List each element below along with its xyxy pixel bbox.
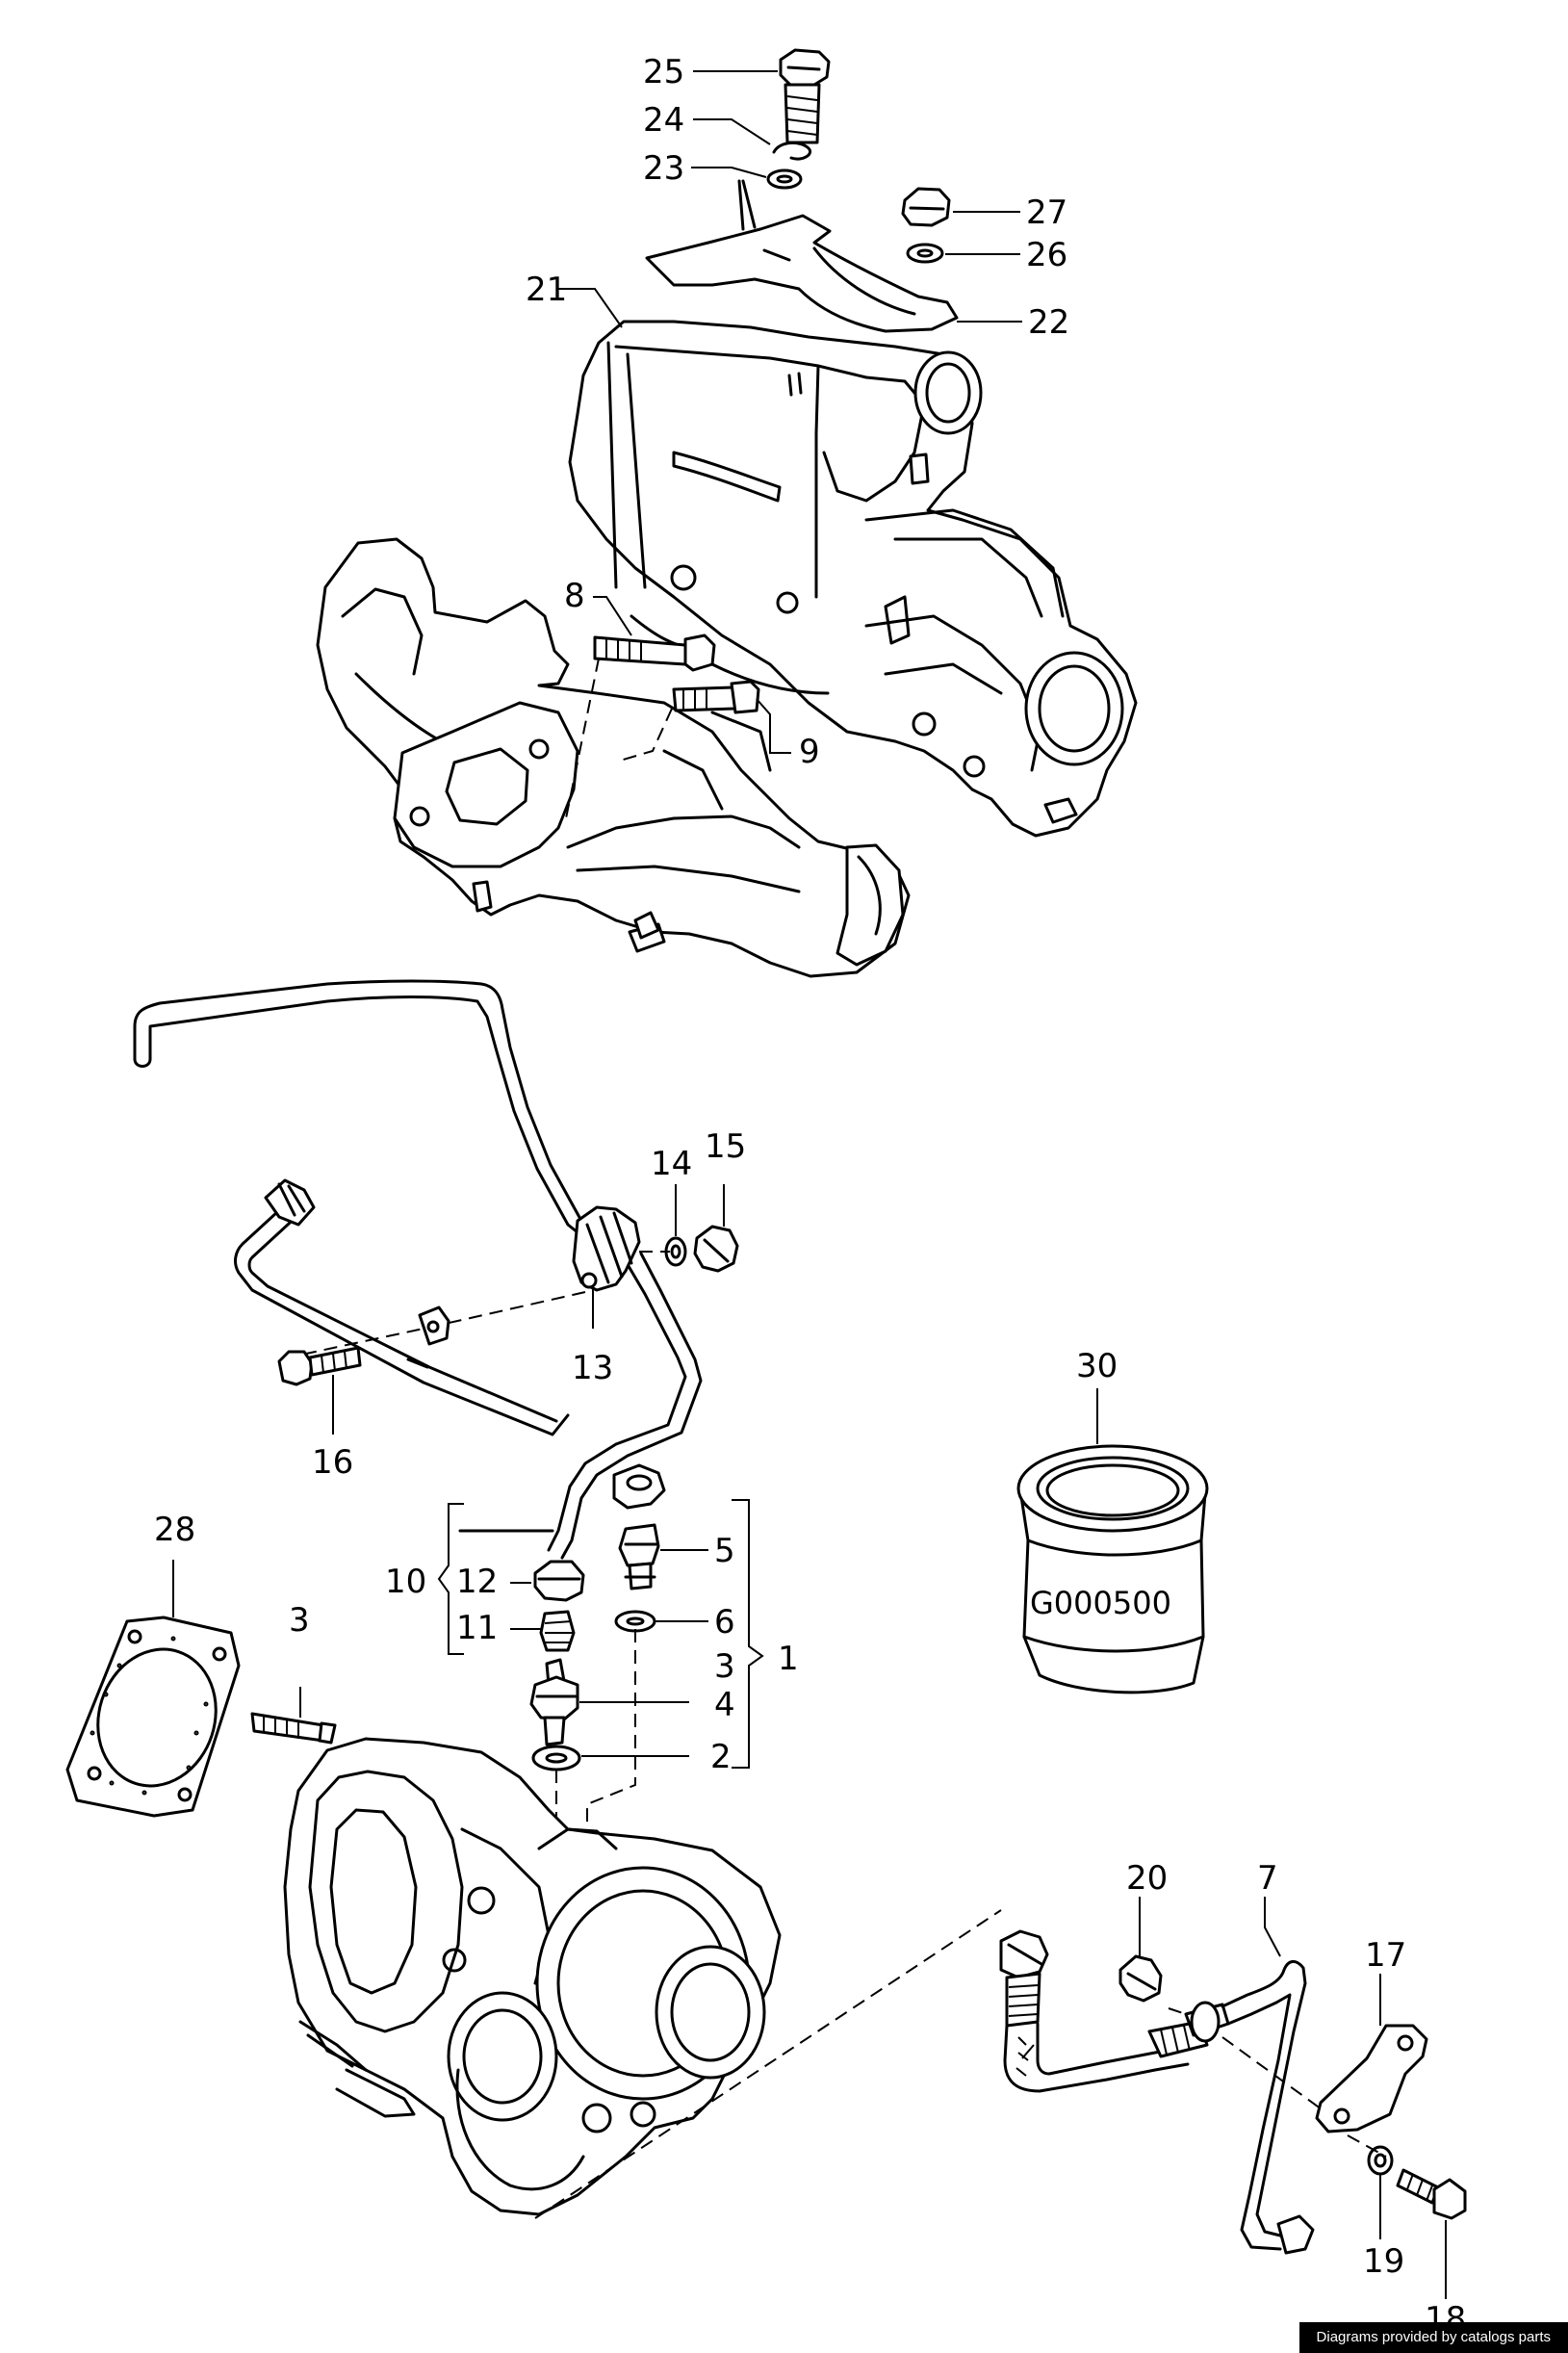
callout-14: 14 bbox=[651, 1145, 692, 1183]
callout-28: 28 bbox=[154, 1511, 195, 1549]
washer-19 bbox=[1367, 2145, 1394, 2176]
group-bracket-10 bbox=[437, 1503, 464, 1655]
return-pipe bbox=[133, 979, 608, 1250]
callout-12: 12 bbox=[456, 1563, 498, 1601]
callout-25: 25 bbox=[643, 53, 684, 91]
bracket-13 bbox=[572, 1205, 641, 1292]
callout-16: 16 bbox=[312, 1443, 353, 1482]
callout-7: 7 bbox=[1257, 1859, 1278, 1898]
callout-1: 1 bbox=[778, 1640, 799, 1678]
stud-3 bbox=[250, 1712, 337, 1745]
lock-washer-24 bbox=[772, 142, 811, 161]
exhaust-manifold bbox=[316, 537, 911, 978]
callout-20: 20 bbox=[1126, 1859, 1168, 1898]
bolt-18 bbox=[1396, 2168, 1467, 2220]
callout-22: 22 bbox=[1028, 303, 1069, 342]
callout-27: 27 bbox=[1026, 194, 1067, 232]
footer-credit: Diagrams provided by catalogs parts bbox=[1298, 2322, 1568, 2353]
callout-labels: 25 24 23 27 26 21 22 8 9 14 15 13 16 30 … bbox=[154, 53, 1466, 2339]
callout-24: 24 bbox=[643, 101, 684, 140]
callout-13: 13 bbox=[572, 1349, 613, 1387]
callout-2: 2 bbox=[710, 1738, 732, 1776]
washer-26 bbox=[906, 243, 944, 264]
callout-26: 26 bbox=[1026, 236, 1067, 274]
callout-5: 5 bbox=[714, 1532, 735, 1570]
callout-23: 23 bbox=[643, 149, 684, 188]
nut-12 bbox=[533, 1560, 585, 1602]
heat-shield-bracket-22 bbox=[645, 179, 959, 333]
callout-4: 4 bbox=[714, 1686, 735, 1724]
stud-8 bbox=[593, 634, 716, 672]
union-4 bbox=[529, 1658, 579, 1746]
nut-27 bbox=[901, 187, 951, 227]
shield-assembly-21 bbox=[568, 320, 1138, 838]
banjo-fitting-top bbox=[612, 1463, 666, 1510]
group-bracket-1 bbox=[732, 1499, 764, 1769]
oil-line-7 bbox=[999, 1929, 1315, 2255]
callout-19: 19 bbox=[1363, 2242, 1404, 2281]
callout-10: 10 bbox=[385, 1563, 426, 1601]
washer-2 bbox=[531, 1745, 581, 1771]
bracket-tab bbox=[406, 1306, 450, 1369]
callout-9: 9 bbox=[799, 733, 820, 771]
oil-feed-pipe bbox=[234, 1178, 703, 1560]
callout-15: 15 bbox=[705, 1127, 746, 1166]
callout-30: 30 bbox=[1076, 1347, 1118, 1385]
washer-23 bbox=[766, 168, 803, 190]
union-5 bbox=[618, 1523, 660, 1590]
stud-9 bbox=[672, 680, 760, 714]
callout-3-right: 3 bbox=[714, 1647, 735, 1686]
callout-11: 11 bbox=[456, 1609, 498, 1647]
callout-21: 21 bbox=[526, 271, 567, 309]
nut-15 bbox=[693, 1225, 739, 1273]
turbocharger bbox=[283, 1737, 782, 2216]
callout-6: 6 bbox=[714, 1603, 735, 1642]
nut-20 bbox=[1118, 1954, 1163, 2003]
leader-lines bbox=[172, 70, 1447, 2299]
washer-6 bbox=[614, 1610, 656, 1633]
bolt-16 bbox=[277, 1346, 362, 1386]
callout-3-stud: 3 bbox=[289, 1601, 310, 1640]
gasket-28 bbox=[65, 1616, 241, 1818]
oil-filter-label: G000500 bbox=[1030, 1585, 1171, 1621]
callout-8: 8 bbox=[564, 577, 585, 615]
olive-11 bbox=[539, 1610, 576, 1652]
oil-filter-30 bbox=[1016, 1444, 1209, 1694]
callout-17: 17 bbox=[1365, 1936, 1406, 1975]
bolt-25 bbox=[779, 48, 831, 144]
bracket-17 bbox=[1315, 2024, 1428, 2133]
